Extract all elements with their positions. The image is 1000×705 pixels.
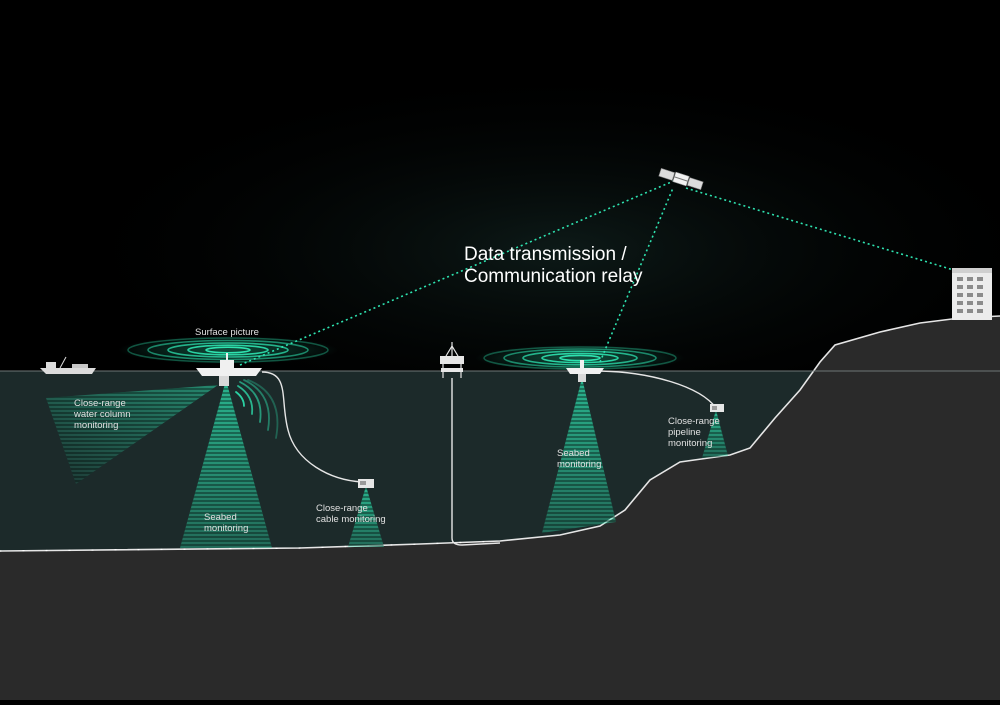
- label-seabed-left-line2: monitoring: [204, 523, 248, 534]
- label-cable: Close-range cable monitoring: [316, 503, 386, 525]
- surface-ripples-right: [475, 345, 685, 371]
- sonar-arcs: [235, 379, 279, 439]
- label-seabed-right-line2: monitoring: [557, 459, 601, 470]
- label-water-column-line3: monitoring: [74, 420, 118, 431]
- rov-cable-icon: [358, 479, 374, 488]
- water-column-beam-stripes: [46, 385, 218, 484]
- tether-cable-right: [599, 370, 717, 409]
- pipeline-inspection-beam-stripes: [702, 410, 728, 458]
- relay-label-line1: Data transmission /: [464, 244, 627, 265]
- label-seabed-right: Seabed monitoring: [557, 448, 601, 470]
- surface-ripples-left: [118, 336, 338, 364]
- label-water-column-line2: water column: [73, 409, 131, 420]
- platform-riser-pipe: [451, 378, 501, 546]
- label-seabed-left-line1: Seabed: [204, 512, 237, 523]
- label-cable-line2: cable monitoring: [316, 514, 386, 525]
- link-drone-satellite: [599, 187, 674, 363]
- relay-label-line2: Communication relay: [464, 266, 643, 287]
- link-vessel-satellite: [239, 179, 677, 366]
- label-seabed-right-line1: Seabed: [557, 448, 590, 459]
- shore-building-icon: [952, 268, 992, 320]
- satellite-icon: [658, 168, 704, 190]
- label-cable-line1: Close-range: [316, 503, 368, 514]
- support-ship-icon: [40, 356, 96, 374]
- tether-cable-left: [261, 371, 363, 483]
- seabed-terrain: [0, 316, 1000, 700]
- cable-inspection-beam-stripes: [348, 486, 384, 547]
- communication-links: [239, 179, 961, 366]
- label-water-column-line1: Close-range: [74, 398, 126, 409]
- label-pipeline-line2: pipeline: [668, 427, 701, 438]
- surface-vessel-left-icon: [196, 353, 262, 386]
- seabed-beam-left-stripes: [180, 380, 272, 548]
- offshore-platform-icon: [440, 342, 464, 378]
- label-seabed-left: Seabed monitoring: [204, 512, 248, 534]
- surface-drone-right-icon: [566, 360, 604, 382]
- label-pipeline-line3: monitoring: [668, 438, 712, 449]
- rov-pipeline-icon: [710, 404, 724, 412]
- label-pipeline: Close-range pipeline monitoring: [668, 416, 720, 449]
- seabed-outline: [0, 315, 1000, 552]
- label-water-column: Close-range water column monitoring: [73, 398, 131, 431]
- label-pipeline-line1: Close-range: [668, 416, 720, 427]
- surface-picture-label: Surface picture: [195, 327, 259, 338]
- seabed-cable-markers: [0, 540, 501, 552]
- seabed-beam-right-stripes: [542, 378, 616, 533]
